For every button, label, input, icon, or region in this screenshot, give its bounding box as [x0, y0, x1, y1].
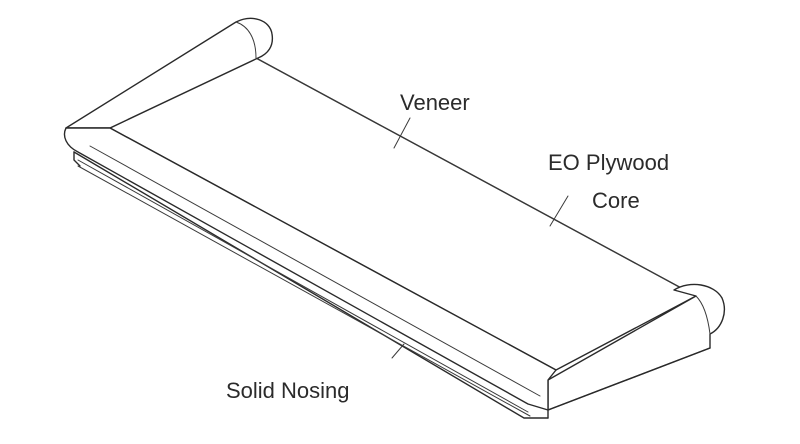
plywood-core-edge [73, 151, 549, 419]
solid-nosing-leader-line [391, 343, 405, 359]
eo-plywood-leader-line [549, 195, 569, 227]
veneer-leader-line [393, 117, 411, 149]
back-end-cap [65, 17, 274, 129]
eo-plywood-label-line2: Core [592, 188, 640, 213]
solid-nosing [63, 127, 711, 411]
front-end-cap [547, 283, 726, 411]
solid-nosing-label: Solid Nosing [226, 378, 350, 403]
veneer-label: Veneer [400, 90, 470, 115]
eo-plywood-label-line1: EO Plywood [548, 150, 669, 175]
